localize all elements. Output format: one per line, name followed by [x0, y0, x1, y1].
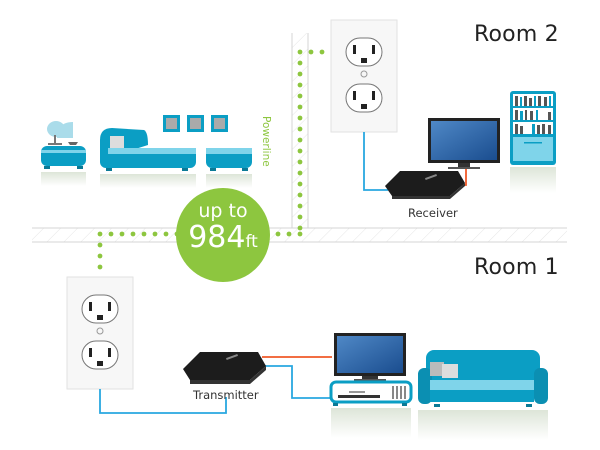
badge-distance-unit: ft: [245, 232, 258, 252]
transmitter-label: Transmitter: [193, 388, 259, 402]
receiver-device: [385, 171, 465, 199]
wall-pictures: [163, 115, 228, 132]
wall-outlet-room2: [330, 19, 398, 133]
living-room-furniture-room2: [41, 115, 252, 188]
transmitter-device: [183, 352, 266, 384]
monitor-room2: [428, 118, 500, 169]
wall-outlet-room1: [66, 276, 134, 390]
bookshelf: [510, 91, 556, 193]
cables: [99, 132, 467, 414]
powerline-path: [97, 49, 325, 270]
badge-line1: up to: [198, 200, 248, 222]
distance-badge: up to 984ft: [176, 188, 270, 282]
powerline-label: Powerline: [260, 116, 272, 167]
receiver-label: Receiver: [408, 206, 458, 220]
sofa-room1: [418, 350, 548, 440]
tv-stand: [329, 380, 413, 438]
badge-distance-value: 984: [188, 220, 246, 255]
tv-room1: [334, 333, 406, 381]
badge-distance: 984ft: [176, 220, 270, 255]
room2-label: Room 2: [474, 22, 559, 47]
room1-label: Room 1: [474, 255, 559, 280]
